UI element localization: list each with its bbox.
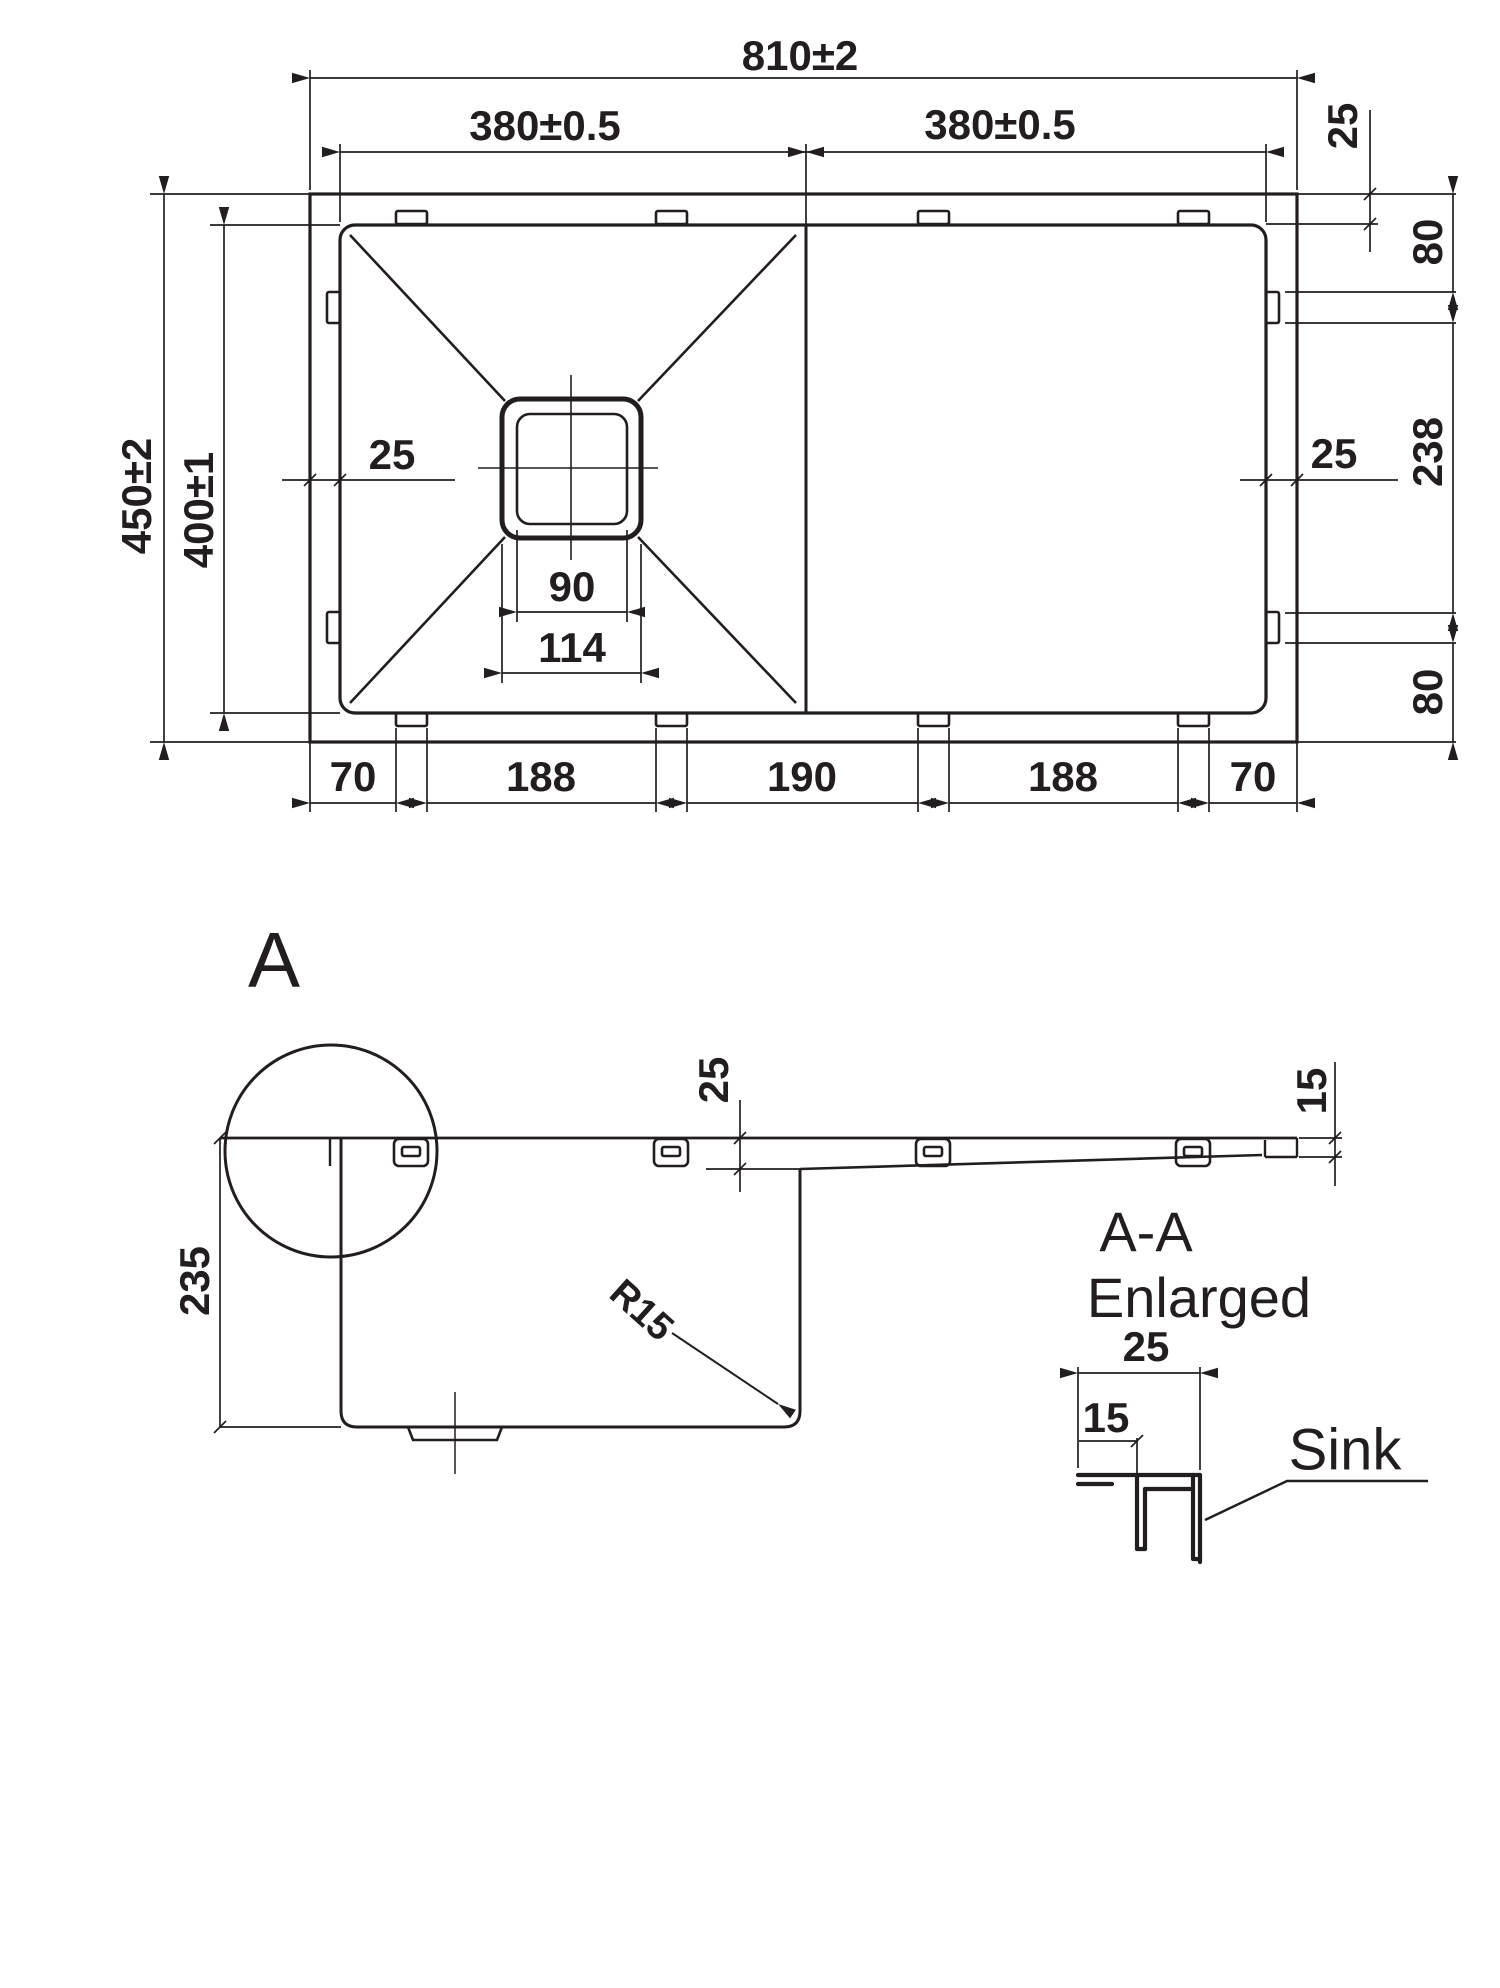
drain-inner-square — [515, 412, 629, 526]
dim-drain-inner-label: 90 — [549, 563, 596, 610]
sink-outer-edge — [308, 192, 1299, 744]
dim-overall-width-label: 810±2 — [742, 32, 858, 79]
detail-title-line1: A-A — [1099, 1200, 1193, 1263]
dim-deck-width-label: 380±0.5 — [924, 101, 1076, 148]
detail-view: A-A Enlarged 25 15 Sink — [1060, 1200, 1428, 1565]
dim-bowl-depth-label: 235 — [171, 1246, 218, 1316]
mounting-clips-sides — [325, 290, 1281, 645]
dim-lip-left-label: 25 — [369, 431, 416, 478]
bowl-diagonals — [349, 234, 797, 704]
dim-drain-outer-label: 114 — [538, 624, 606, 671]
dim-chain-3-label: 190 — [767, 753, 837, 800]
detail-title-line2: Enlarged — [1087, 1266, 1311, 1329]
dim-inner-depth-label: 400±1 — [175, 452, 222, 568]
dim-edge-height-label: 15 — [1288, 1068, 1335, 1115]
mounting-clips-top — [394, 209, 1211, 226]
sink-inner-rim — [338, 223, 1268, 715]
drain-centerlines — [478, 375, 658, 560]
side-clips — [392, 1137, 1212, 1168]
detail-circle-A — [223, 1043, 439, 1259]
sink-callout-label: Sink — [1289, 1417, 1403, 1482]
rim-profile — [1075, 1472, 1203, 1565]
side-view: A 235 25 15 R15 — [171, 916, 1342, 1474]
deck-slope-line — [799, 1153, 1263, 1171]
dim-chain-5-label: 70 — [1230, 753, 1277, 800]
mounting-clips-bottom — [394, 711, 1211, 728]
side-outlines — [220, 1043, 1299, 1474]
dim-rim-top-width-label: 25 — [1123, 1323, 1170, 1370]
detail-dimensions — [1060, 1367, 1428, 1522]
dim-clip-offset-top-label: 80 — [1404, 219, 1451, 266]
dim-chain-4-label: 188 — [1028, 753, 1098, 800]
plan-dimensions — [150, 70, 1459, 812]
dim-chain-2-label: 188 — [506, 753, 576, 800]
dim-lip-right-label: 25 — [1311, 430, 1358, 477]
dim-hem-inset-label: 15 — [1083, 1394, 1130, 1441]
dim-overall-depth-label: 450±2 — [113, 438, 160, 554]
dim-clip-offset-bottom-label: 80 — [1404, 669, 1451, 716]
dim-lip-top-right-label: 25 — [1319, 103, 1366, 150]
dim-bottom-radius-label: R15 — [601, 1272, 681, 1350]
dim-clip-span-label: 238 — [1404, 417, 1451, 487]
top-view: 810±2 380±0.5 380±0.5 25 80 238 80 450±2… — [113, 32, 1459, 812]
bowl-profile — [339, 1138, 802, 1429]
plan-outlines — [308, 192, 1299, 744]
side-dimensions — [213, 1062, 1342, 1434]
dim-chain-1-label: 70 — [330, 753, 377, 800]
dim-step-drop-label: 25 — [690, 1057, 737, 1104]
dim-bowl-width-label: 380±0.5 — [469, 102, 621, 149]
detail-marker-label: A — [248, 916, 300, 1004]
